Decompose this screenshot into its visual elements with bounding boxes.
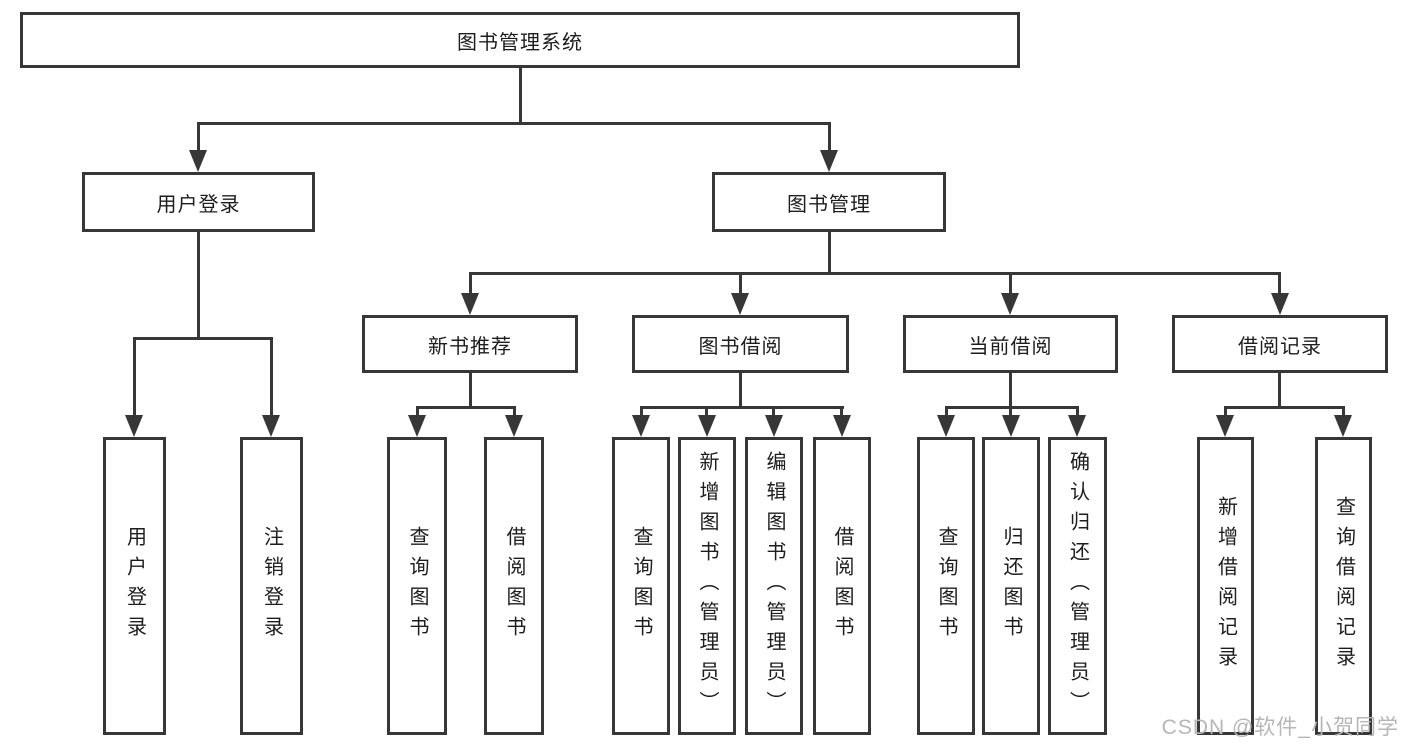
arrow-down-icon bbox=[1002, 415, 1020, 437]
connector-line bbox=[1224, 406, 1344, 409]
node-leaf-cb-confirm-label: 确认归还（管理员） bbox=[1066, 451, 1089, 721]
node-current-borrow-label: 当前借阅 bbox=[968, 335, 1053, 358]
node-book-mgmt: 图书管理 bbox=[712, 172, 946, 232]
arrow-down-icon bbox=[1001, 293, 1019, 315]
node-leaf-cb-query-label: 查询图书 bbox=[935, 526, 957, 646]
node-leaf-nb-query: 查询图书 bbox=[387, 437, 447, 735]
connector-line bbox=[772, 406, 775, 420]
connector-line bbox=[197, 232, 200, 337]
connector-line bbox=[840, 406, 843, 420]
node-user-login: 用户登录 bbox=[82, 172, 315, 232]
arrow-down-icon bbox=[698, 415, 716, 437]
node-leaf-br-query-label: 查询借阅记录 bbox=[1332, 496, 1355, 676]
node-book-borrow-label: 图书借阅 bbox=[698, 335, 783, 358]
node-leaf-nb-borrow: 借阅图书 bbox=[484, 437, 544, 735]
connector-line bbox=[270, 337, 273, 420]
arrow-down-icon bbox=[1216, 415, 1234, 437]
node-leaf-logout-label: 注销登录 bbox=[260, 526, 283, 646]
connector-line bbox=[469, 272, 472, 300]
arrow-down-icon bbox=[1068, 415, 1086, 437]
connector-line bbox=[469, 373, 472, 406]
connector-line bbox=[828, 232, 831, 272]
node-leaf-bb-query: 查询图书 bbox=[612, 437, 670, 735]
node-leaf-bb-add: 新增图书（管理员） bbox=[678, 437, 736, 735]
node-new-book-rec: 新书推荐 bbox=[362, 315, 578, 373]
connector-line bbox=[1009, 373, 1012, 406]
node-root-label: 图书管理系统 bbox=[457, 31, 583, 54]
node-leaf-br-query: 查询借阅记录 bbox=[1315, 437, 1372, 735]
connector-line bbox=[739, 272, 742, 300]
arrow-down-icon bbox=[833, 415, 851, 437]
connector-line bbox=[133, 337, 136, 420]
node-current-borrow: 当前借阅 bbox=[903, 315, 1118, 373]
connector-line bbox=[1009, 406, 1012, 420]
node-leaf-cb-query: 查询图书 bbox=[917, 437, 975, 735]
node-leaf-user-login-label: 用户登录 bbox=[123, 526, 146, 646]
node-leaf-logout: 注销登录 bbox=[240, 437, 303, 735]
connector-line bbox=[640, 406, 844, 409]
node-leaf-user-login: 用户登录 bbox=[103, 437, 166, 735]
connector-line bbox=[416, 406, 516, 409]
arrow-down-icon bbox=[189, 150, 207, 172]
node-leaf-cb-return: 归还图书 bbox=[982, 437, 1040, 735]
arrow-down-icon bbox=[731, 293, 749, 315]
node-book-borrow: 图书借阅 bbox=[632, 315, 849, 373]
arrow-down-icon bbox=[262, 415, 280, 437]
arrow-down-icon bbox=[937, 415, 955, 437]
node-leaf-bb-borrow-label: 借阅图书 bbox=[831, 526, 853, 646]
node-leaf-br-add-label: 新增借阅记录 bbox=[1214, 496, 1237, 676]
arrow-down-icon bbox=[765, 415, 783, 437]
node-leaf-bb-edit-label: 编辑图书（管理员） bbox=[763, 451, 785, 721]
connector-line bbox=[1076, 406, 1079, 420]
connector-line bbox=[739, 373, 742, 406]
arrow-down-icon bbox=[408, 415, 426, 437]
node-borrow-records-label: 借阅记录 bbox=[1238, 335, 1322, 358]
node-leaf-bb-query-label: 查询图书 bbox=[630, 526, 652, 646]
arrow-down-icon bbox=[820, 150, 838, 172]
connector-line bbox=[1278, 272, 1281, 300]
node-new-book-rec-label: 新书推荐 bbox=[428, 335, 512, 358]
node-leaf-cb-confirm: 确认归还（管理员） bbox=[1048, 437, 1107, 735]
connector-line bbox=[1278, 373, 1281, 406]
arrow-down-icon bbox=[632, 415, 650, 437]
connector-line bbox=[133, 337, 273, 340]
node-leaf-nb-query-label: 查询图书 bbox=[406, 526, 428, 646]
node-user-login-label: 用户登录 bbox=[156, 193, 241, 216]
connector-line bbox=[945, 406, 948, 420]
node-leaf-br-add: 新增借阅记录 bbox=[1197, 437, 1254, 735]
arrow-down-icon bbox=[1271, 293, 1289, 315]
node-leaf-nb-borrow-label: 借阅图书 bbox=[503, 526, 525, 646]
connector-line bbox=[640, 406, 643, 420]
connector-line bbox=[1009, 272, 1012, 300]
connector-line bbox=[705, 406, 708, 420]
arrow-down-icon bbox=[125, 415, 143, 437]
connector-line bbox=[416, 406, 419, 420]
connector-line bbox=[828, 122, 831, 158]
node-leaf-bb-borrow: 借阅图书 bbox=[813, 437, 871, 735]
node-leaf-cb-return-label: 归还图书 bbox=[1000, 526, 1022, 646]
connector-line bbox=[519, 68, 522, 122]
node-leaf-bb-edit: 编辑图书（管理员） bbox=[745, 437, 803, 735]
connector-line bbox=[197, 122, 200, 158]
connector-line bbox=[197, 122, 831, 125]
connector-line bbox=[469, 272, 1281, 275]
arrow-down-icon bbox=[1334, 415, 1352, 437]
node-book-mgmt-label: 图书管理 bbox=[787, 193, 871, 216]
connector-line bbox=[513, 406, 516, 420]
connector-line bbox=[1224, 406, 1227, 420]
arrow-down-icon bbox=[505, 415, 523, 437]
arrow-down-icon bbox=[461, 293, 479, 315]
node-leaf-bb-add-label: 新增图书（管理员） bbox=[696, 451, 718, 721]
node-borrow-records: 借阅记录 bbox=[1172, 315, 1388, 373]
node-root: 图书管理系统 bbox=[20, 12, 1020, 68]
connector-line bbox=[1342, 406, 1345, 420]
